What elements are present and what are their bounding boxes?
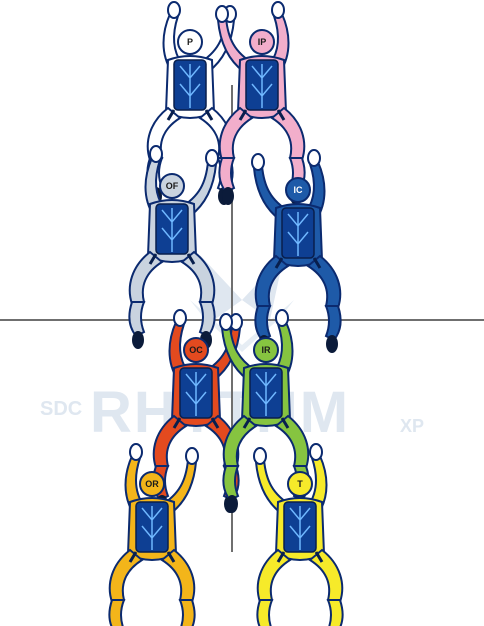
jumper-or-label: OR — [145, 479, 159, 489]
jumper-ip-label: IP — [258, 37, 267, 47]
jumper-of-left-shin — [129, 302, 144, 336]
jumper-ir-right-foot — [226, 495, 238, 513]
jumper-ir-label: IR — [262, 345, 272, 355]
jumper-t-left-hand — [310, 444, 322, 460]
watermark-right: XP — [400, 416, 424, 436]
jumper-of-right-hand — [206, 150, 218, 166]
jumper-ic-right-hand — [252, 154, 264, 170]
jumper-of-left-hand — [150, 146, 162, 162]
jumper-or-left-shin — [109, 600, 124, 626]
jumper-of-label: OF — [166, 181, 179, 191]
jumper-ip-left-leg — [272, 108, 304, 160]
jumper-ir-right-shin — [223, 466, 238, 500]
jumper-or-right-shin — [180, 600, 195, 626]
jumper-ip-right-leg — [220, 108, 252, 160]
jumper-or-left-leg — [110, 550, 142, 602]
jumper-of-left-foot — [132, 331, 144, 349]
jumper-p-left-hand — [168, 2, 180, 18]
jumper-of-right-shin — [200, 302, 215, 336]
jumper-ir-left-hand — [276, 310, 288, 326]
jumper-t-right-shin — [257, 600, 272, 626]
jumper-ip-right-hand — [216, 6, 228, 22]
jumper-or-left-hand — [130, 444, 142, 460]
jumper-t-left-shin — [328, 600, 343, 626]
jumper-t-right-hand — [254, 448, 266, 464]
jumper-p-label: P — [187, 37, 193, 47]
jumper-ic-left-leg — [308, 256, 340, 308]
jumper-ip-right-shin — [219, 158, 234, 192]
jumper-ic-left-hand — [308, 150, 320, 166]
jumper-ic — [252, 150, 341, 353]
watermark-left: SDC — [40, 398, 82, 420]
jumper-t-label: T — [297, 479, 303, 489]
jumper-of-right-leg — [182, 252, 214, 304]
jumper-ir-right-hand — [220, 314, 232, 330]
jumper-ic-left-foot — [326, 335, 338, 353]
jumper-ip-right-foot — [222, 187, 234, 205]
jumpers-layer: P IP OF IC OC IR OR T — [109, 2, 342, 626]
jumper-t-left-leg — [310, 550, 342, 602]
jumper-t — [254, 444, 343, 626]
jumper-ic-label: IC — [294, 185, 304, 195]
jumper-or-right-hand — [186, 448, 198, 464]
jumper-of-left-leg — [130, 252, 162, 304]
jumper-ip-left-hand — [272, 2, 284, 18]
jumper-ic-right-shin — [255, 306, 270, 340]
jumper-or — [109, 444, 198, 626]
jumper-t-right-leg — [258, 550, 290, 602]
jumper-or-right-leg — [162, 550, 194, 602]
jumper-oc-left-hand — [174, 310, 186, 326]
jumper-ic-left-shin — [326, 306, 341, 340]
jumper-oc-label: OC — [189, 345, 203, 355]
